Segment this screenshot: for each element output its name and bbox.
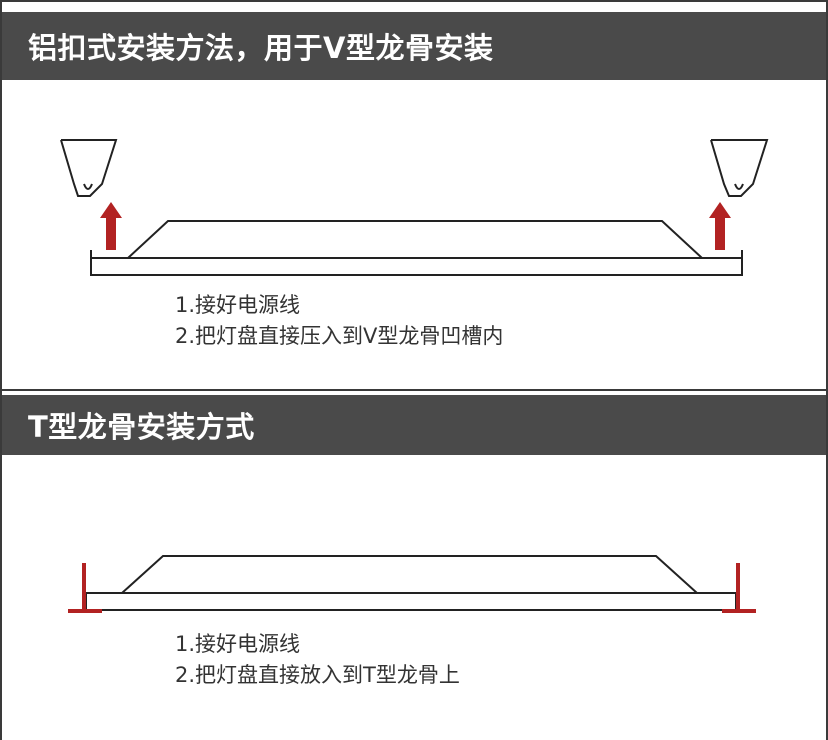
v-keel-diagram bbox=[60, 139, 769, 276]
step-item: 1.接好电源线 bbox=[175, 632, 301, 656]
step-item: 2.把灯盘直接压入到V型龙骨凹槽内 bbox=[175, 324, 504, 348]
section-divider bbox=[0, 389, 828, 391]
arrow-up-left-icon bbox=[100, 202, 122, 250]
section-t-steps: 1.接好电源线 2.把灯盘直接放入到T型龙骨上 bbox=[175, 629, 460, 691]
section-t-keel: T型龙骨安装方式 1.接好电源线 2.把灯盘直接放入到T型龙骨上 bbox=[2, 391, 826, 740]
step-item: 1.接好电源线 bbox=[175, 293, 301, 317]
arrow-up-right-icon bbox=[709, 202, 731, 250]
t-keel-left-icon bbox=[68, 563, 102, 613]
v-bracket-left-icon bbox=[60, 139, 118, 197]
panel-lamp-v bbox=[90, 220, 743, 276]
section-t-title: T型龙骨安装方式 bbox=[2, 395, 826, 455]
t-keel-diagram bbox=[68, 555, 756, 613]
section-v-title: 铝扣式安装方法，用于V型龙骨安装 bbox=[2, 12, 826, 80]
section-v-keel: 铝扣式安装方法，用于V型龙骨安装 1.接好电源线 2. bbox=[2, 6, 826, 389]
t-keel-right-icon bbox=[722, 563, 756, 613]
panel-lamp-t bbox=[85, 555, 737, 611]
section-v-steps: 1.接好电源线 2.把灯盘直接压入到V型龙骨凹槽内 bbox=[175, 290, 503, 352]
step-item: 2.把灯盘直接放入到T型龙骨上 bbox=[175, 663, 460, 687]
v-bracket-right-icon bbox=[710, 139, 769, 197]
